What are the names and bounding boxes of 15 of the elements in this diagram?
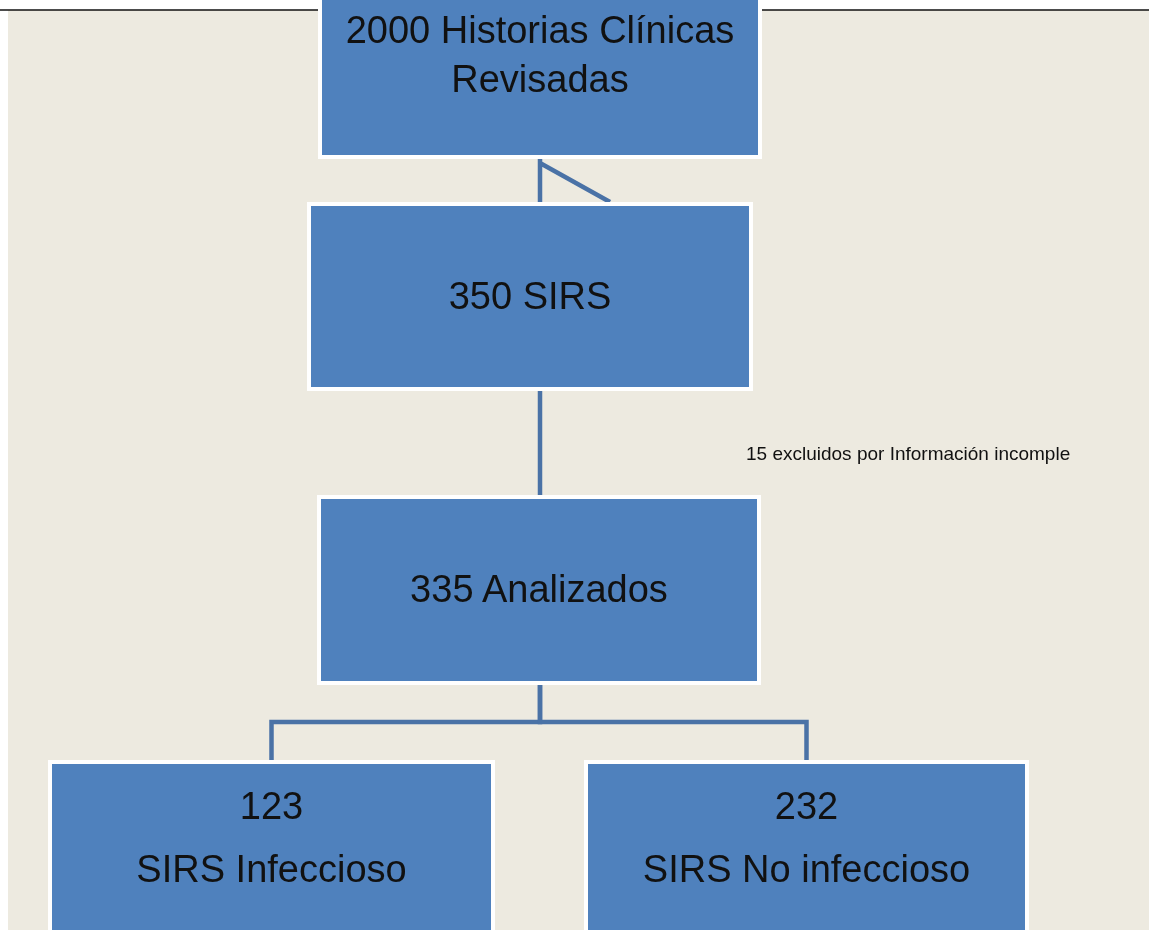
note-text: 15 excluidos por Información incomple: [746, 443, 1071, 465]
connector-line: [537, 391, 543, 495]
box-text: 2000 Historias Clínicas Revisadas: [344, 8, 736, 103]
process-box: [317, 495, 761, 685]
connector-line: [537, 685, 809, 760]
process-box: [318, 0, 762, 159]
box-text: 232: [774, 784, 839, 829]
box-text: SIRS No infeccioso: [642, 847, 971, 893]
box-text: 123: [239, 784, 304, 829]
process-box: [48, 760, 495, 930]
process-box: [584, 760, 1029, 930]
box-text: 350 SIRS: [448, 273, 612, 319]
box-text: SIRS Infeccioso: [136, 847, 407, 893]
box-text: 335 Analizados: [410, 567, 668, 613]
process-box: [307, 202, 753, 391]
